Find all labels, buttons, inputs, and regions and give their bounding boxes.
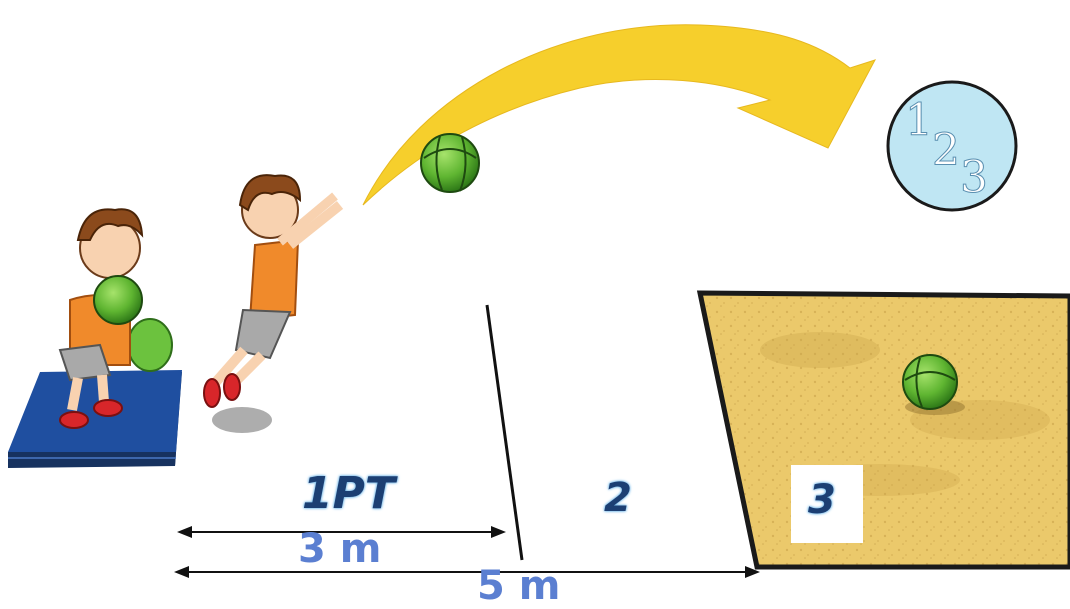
throwing-boy (203, 174, 344, 433)
distance-arrow-5m (174, 566, 760, 578)
medicine-ball-icon (420, 133, 480, 193)
gym-mat (8, 370, 182, 468)
throw-line (485, 304, 524, 561)
zone-3-label: 3 (808, 477, 836, 523)
trajectory-arrow (362, 24, 877, 206)
badge-digit-3: 3 (960, 152, 988, 203)
zone-1-label: 1PT (302, 468, 395, 519)
landed-ball-icon (902, 354, 965, 415)
zone-3-box (791, 465, 863, 543)
distance-3m-label: 3 m (298, 526, 382, 572)
zone-2-label: 2 (604, 475, 632, 521)
badge-digit-2: 2 (932, 125, 960, 176)
numbers-123-icon: 1 2 3 (886, 80, 1018, 212)
sand-pit (696, 290, 1070, 570)
badge-digit-1: 1 (905, 95, 933, 146)
distance-5m-label: 5 m (477, 563, 561, 609)
distance-arrow-3m (177, 526, 506, 538)
sitting-boy (58, 208, 173, 429)
